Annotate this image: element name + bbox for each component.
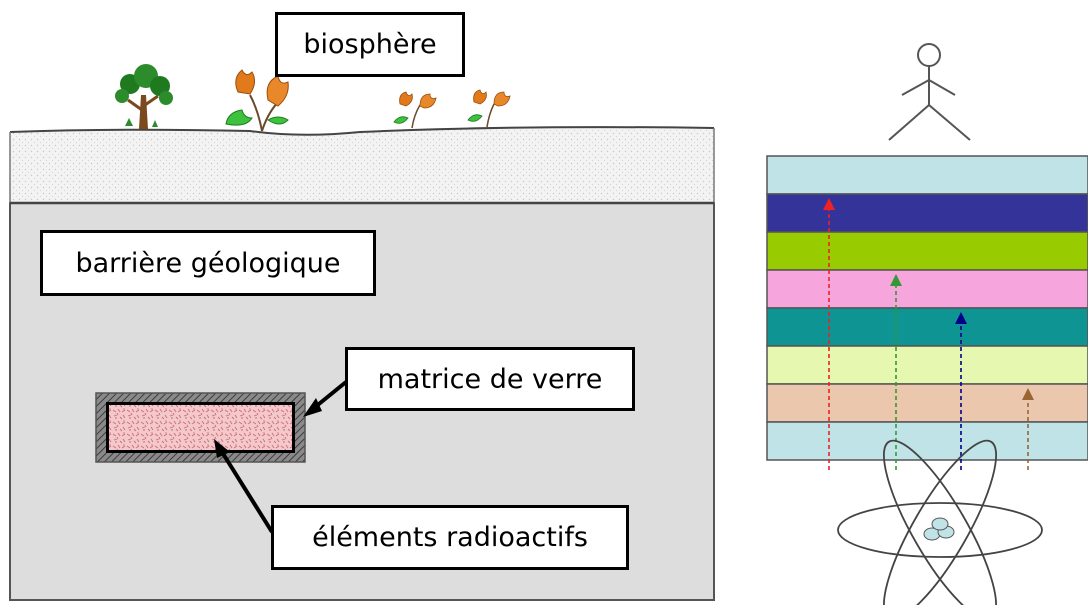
migration-arrow <box>890 274 902 470</box>
stratum-layer <box>766 307 1088 347</box>
migration-arrow <box>823 198 835 470</box>
label-glass-matrix: matrice de verre <box>345 347 635 411</box>
stratum-layer <box>766 193 1088 233</box>
label-geological-barrier: barrière géologique <box>40 230 376 296</box>
stratum-layer <box>766 269 1088 309</box>
label-biosphere: biosphère <box>275 12 465 77</box>
stratum-layer <box>766 155 1088 195</box>
stratum-layer <box>766 231 1088 271</box>
small-plant-icon <box>393 91 437 129</box>
atom-icon <box>837 439 1043 605</box>
migration-arrow <box>955 312 967 470</box>
person-icon <box>888 43 971 141</box>
waste-container <box>95 392 306 463</box>
tree-icon <box>115 64 173 129</box>
stratum-layer <box>766 421 1088 461</box>
pointer-arrow-radioactive <box>214 439 274 534</box>
soil-layer <box>9 126 715 205</box>
oak-plant-icon <box>225 69 289 132</box>
small-plant-icon <box>467 89 511 128</box>
pointer-arrow-matrix <box>303 380 348 417</box>
stratum-layer <box>766 345 1088 385</box>
rock-strata <box>766 155 1088 461</box>
stratum-layer <box>766 383 1088 423</box>
ground-surface-line <box>9 126 715 136</box>
glass-matrix-fill <box>109 405 292 450</box>
migration-arrows <box>823 198 1034 470</box>
migration-arrow <box>1022 388 1034 470</box>
nucleus-icon <box>923 517 955 541</box>
label-radioactive-elements: éléments radioactifs <box>271 505 629 570</box>
